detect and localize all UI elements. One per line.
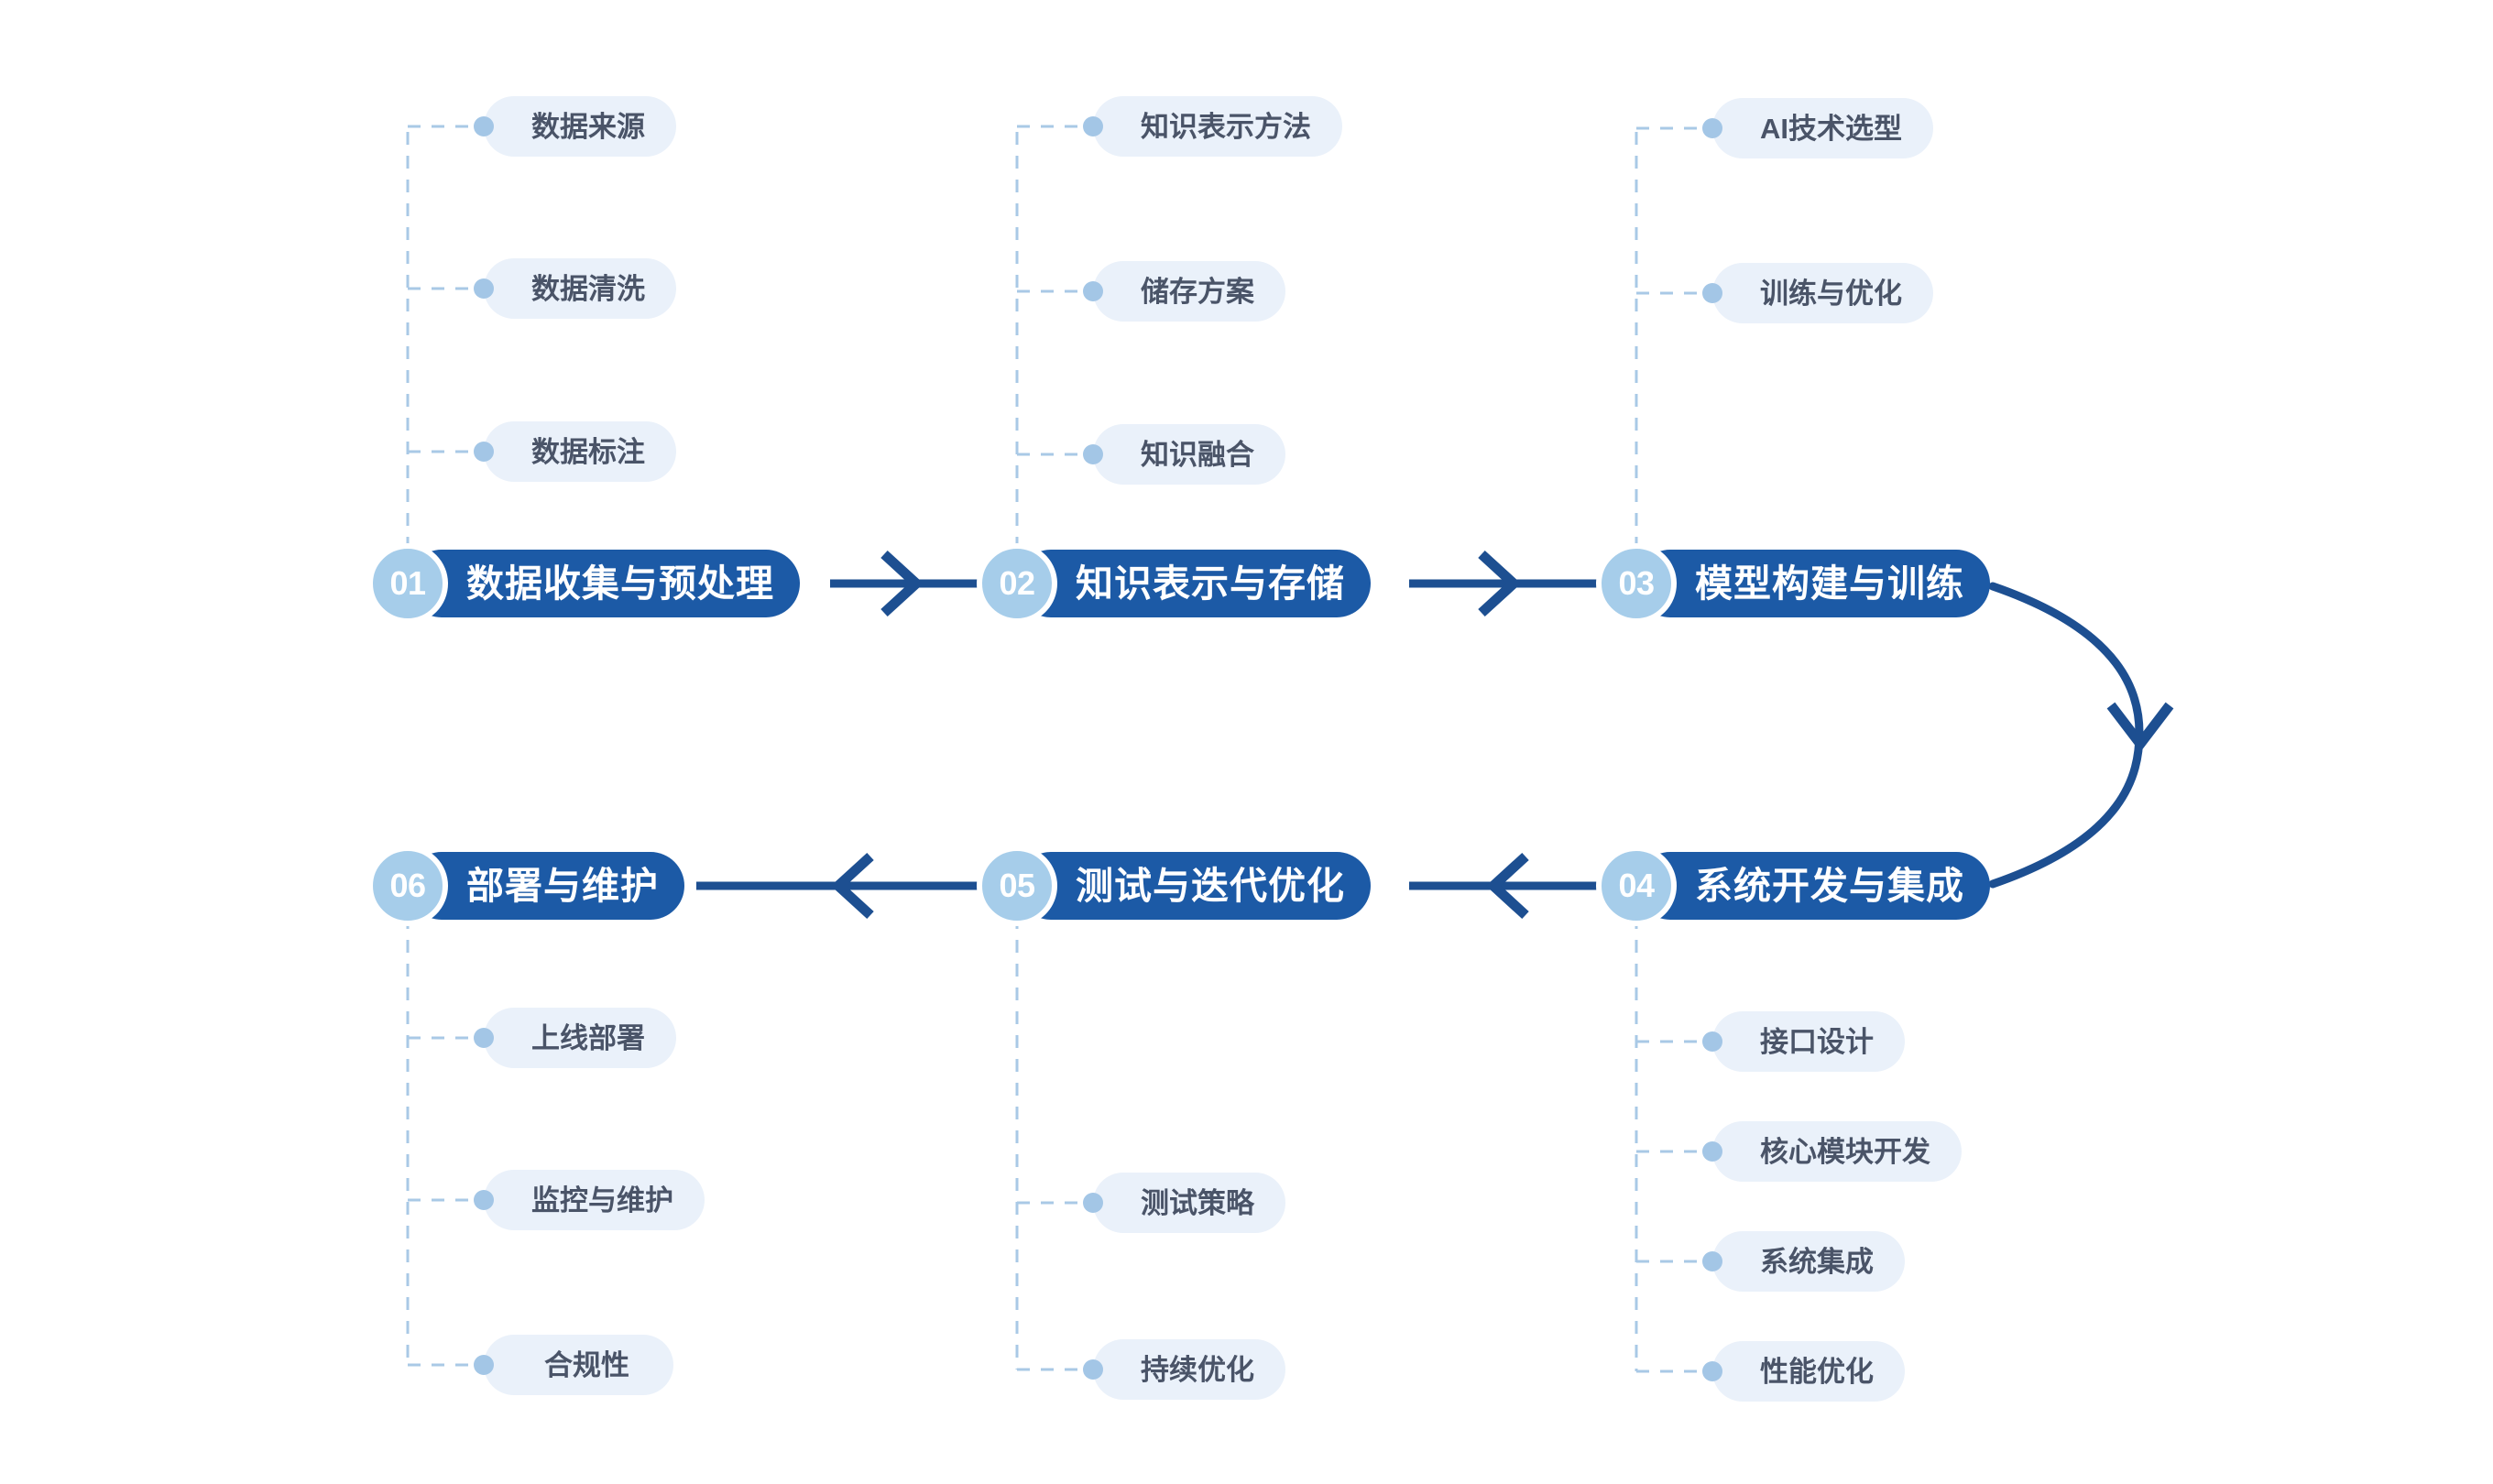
sub-dot-icon: [474, 278, 494, 299]
step-number-01: 01: [389, 564, 426, 602]
sub-item-label: 核心模块开发: [1760, 1135, 1930, 1168]
sub-item-04-1[interactable]: 接口设计: [1702, 1011, 1905, 1072]
sub-dot-icon: [1702, 1251, 1722, 1271]
sub-dot-icon: [1083, 1193, 1103, 1213]
step-title-01: 数据收集与预处理: [466, 562, 774, 605]
sub-item-05-2[interactable]: 持续优化: [1083, 1339, 1285, 1400]
sub-item-06-2[interactable]: 监控与维护: [474, 1170, 705, 1230]
arrowhead-down-03-04: [2106, 702, 2174, 753]
arrowhead-right-02-03: [1478, 550, 1522, 617]
sub-item-label: AI技术选型: [1760, 112, 1902, 145]
step-title-06: 部署与维护: [466, 864, 659, 907]
arrowhead-right-01-02: [880, 550, 924, 617]
sub-item-label: 数据标注: [531, 435, 645, 468]
sub-dot-icon: [1083, 116, 1103, 136]
step-badge-02: 02: [977, 543, 1057, 624]
step-pill-03[interactable]: 模型构建与训练: [1636, 550, 1990, 617]
sub-item-01-2[interactable]: 数据清洗: [474, 258, 676, 319]
sub-dot-icon: [474, 1190, 494, 1210]
step-number-02: 02: [999, 564, 1035, 602]
step-badge-01: 01: [367, 543, 448, 624]
step-badge-03: 03: [1596, 543, 1677, 624]
sub-dot-icon: [1702, 1141, 1722, 1162]
sub-item-04-4[interactable]: 性能优化: [1702, 1341, 1905, 1402]
sub-dot-icon: [474, 442, 494, 462]
sub-item-01-3[interactable]: 数据标注: [474, 421, 676, 482]
sub-item-label: 测试策略: [1141, 1186, 1254, 1219]
sub-dot-icon: [1083, 444, 1103, 464]
step-number-05: 05: [999, 867, 1035, 904]
sub-item-03-2[interactable]: 训练与优化: [1702, 263, 1933, 323]
step-pill-02[interactable]: 知识表示与存储: [1017, 550, 1371, 617]
step-pill-06[interactable]: 部署与维护: [408, 852, 684, 920]
sub-dot-icon: [1083, 1359, 1103, 1380]
sub-item-02-3[interactable]: 知识融合: [1083, 424, 1285, 485]
sub-item-02-1[interactable]: 知识表示方法: [1083, 96, 1342, 157]
sub-dot-icon: [1083, 281, 1103, 301]
sub-item-label: 合规性: [544, 1348, 629, 1381]
sub-item-05-1[interactable]: 测试策略: [1083, 1173, 1285, 1233]
sub-item-label: 持续优化: [1141, 1353, 1254, 1386]
sub-item-04-3[interactable]: 系统集成: [1702, 1231, 1905, 1292]
sub-dot-icon: [1702, 1031, 1722, 1052]
sub-item-04-2[interactable]: 核心模块开发: [1702, 1121, 1962, 1182]
sub-dot-icon: [474, 1028, 494, 1048]
sub-item-03-1[interactable]: AI技术选型: [1702, 98, 1933, 158]
step-pill-04[interactable]: 系统开发与集成: [1636, 852, 1990, 920]
step-badge-06: 06: [367, 846, 448, 926]
sub-item-label: 数据清洗: [531, 272, 645, 305]
sub-item-label: 训练与优化: [1760, 277, 1902, 310]
sub-item-06-3[interactable]: 合规性: [474, 1335, 673, 1395]
sub-item-06-1[interactable]: 上线部署: [474, 1008, 676, 1068]
step-number-06: 06: [389, 867, 426, 904]
sub-item-label: 储存方案: [1141, 275, 1254, 308]
step-badge-04: 04: [1596, 846, 1677, 926]
sub-item-label: 监控与维护: [531, 1184, 673, 1217]
sub-item-label: 性能优化: [1760, 1355, 1874, 1388]
step-title-03: 模型构建与训练: [1695, 562, 1964, 605]
sub-item-label: 接口设计: [1760, 1025, 1874, 1058]
sub-item-label: 知识表示方法: [1141, 110, 1311, 143]
sub-dot-icon: [474, 116, 494, 136]
step-title-04: 系统开发与集成: [1695, 864, 1964, 907]
step-number-03: 03: [1618, 564, 1655, 602]
sub-item-label: 数据来源: [531, 110, 645, 143]
sub-dot-icon: [474, 1355, 494, 1375]
step-title-02: 知识表示与存储: [1076, 562, 1345, 605]
arrow-curve-03-04: [1988, 582, 2144, 889]
sub-dot-icon: [1702, 283, 1722, 303]
sub-item-label: 系统集成: [1760, 1245, 1874, 1278]
sub-item-label: 上线部署: [531, 1021, 645, 1054]
step-pill-01[interactable]: 数据收集与预处理: [408, 550, 800, 617]
sub-item-01-1[interactable]: 数据来源: [474, 96, 676, 157]
sub-item-label: 知识融合: [1141, 438, 1254, 471]
sub-item-02-2[interactable]: 储存方案: [1083, 261, 1285, 322]
step-pill-05[interactable]: 测试与迭代优化: [1017, 852, 1371, 920]
step-badge-05: 05: [977, 846, 1057, 926]
sub-dot-icon: [1702, 1361, 1722, 1381]
step-number-04: 04: [1618, 867, 1655, 904]
sub-dot-icon: [1702, 118, 1722, 138]
arrowhead-left-05-06: [830, 852, 874, 920]
arrowhead-left-04-05: [1485, 852, 1529, 920]
step-title-05: 测试与迭代优化: [1076, 864, 1345, 907]
